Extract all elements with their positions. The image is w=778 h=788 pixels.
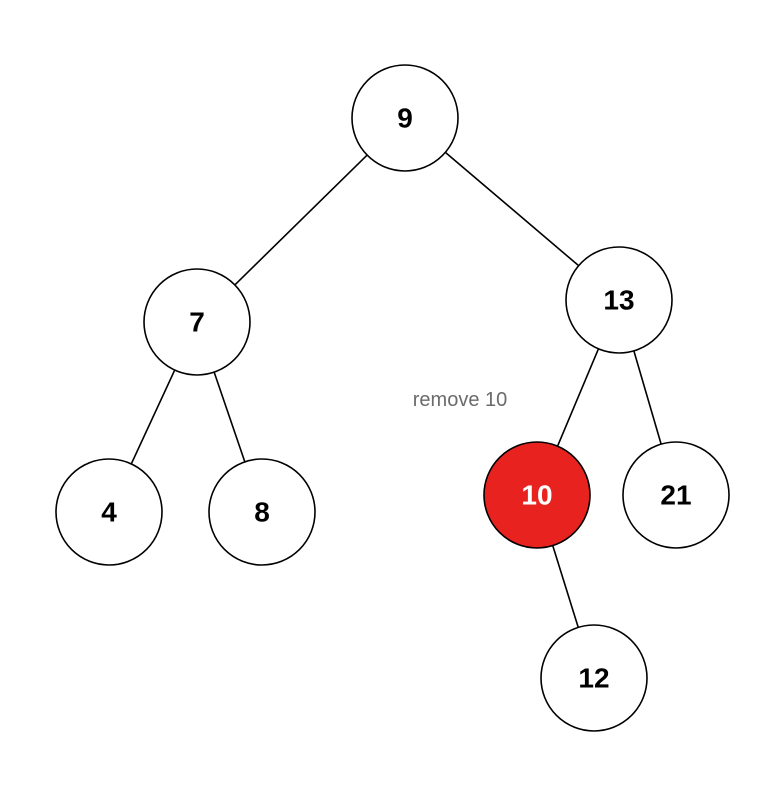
remove-annotation: remove 10 (413, 389, 508, 411)
node-label: 8 (254, 497, 270, 528)
node-circle (55, 458, 163, 566)
tree-node-8: 8 (208, 458, 316, 566)
node-circle (483, 441, 591, 549)
node-circle (143, 268, 251, 376)
node-circle (208, 458, 316, 566)
tree-node-7: 7 (143, 268, 251, 376)
edge-13-10 (556, 348, 600, 447)
tree-node-9: 9 (351, 64, 459, 172)
edge-13-21 (633, 350, 662, 445)
tree-node-4: 4 (55, 458, 163, 566)
tree-nodes: 9 7 13 4 8 10 21 12 (55, 64, 730, 732)
tree-node-10: 10 (483, 441, 591, 549)
tree-node-12: 12 (540, 624, 648, 732)
node-circle (565, 246, 673, 354)
tree-node-13: 13 (565, 246, 673, 354)
node-circle (622, 441, 730, 549)
node-label: 7 (189, 307, 205, 338)
node-label: 13 (603, 285, 634, 316)
node-label: 12 (578, 663, 609, 694)
edge-9-7 (234, 154, 368, 286)
tree-edges (130, 151, 662, 628)
node-label: 10 (521, 480, 552, 511)
node-circle (540, 624, 648, 732)
edge-9-13 (444, 151, 580, 267)
edge-7-4 (130, 369, 176, 465)
node-label: 21 (660, 480, 691, 511)
node-label: 9 (397, 103, 413, 134)
edge-10-12 (551, 545, 580, 628)
edge-7-8 (213, 371, 246, 463)
tree-node-21: 21 (622, 441, 730, 549)
node-label: 4 (101, 497, 117, 528)
node-circle (351, 64, 459, 172)
